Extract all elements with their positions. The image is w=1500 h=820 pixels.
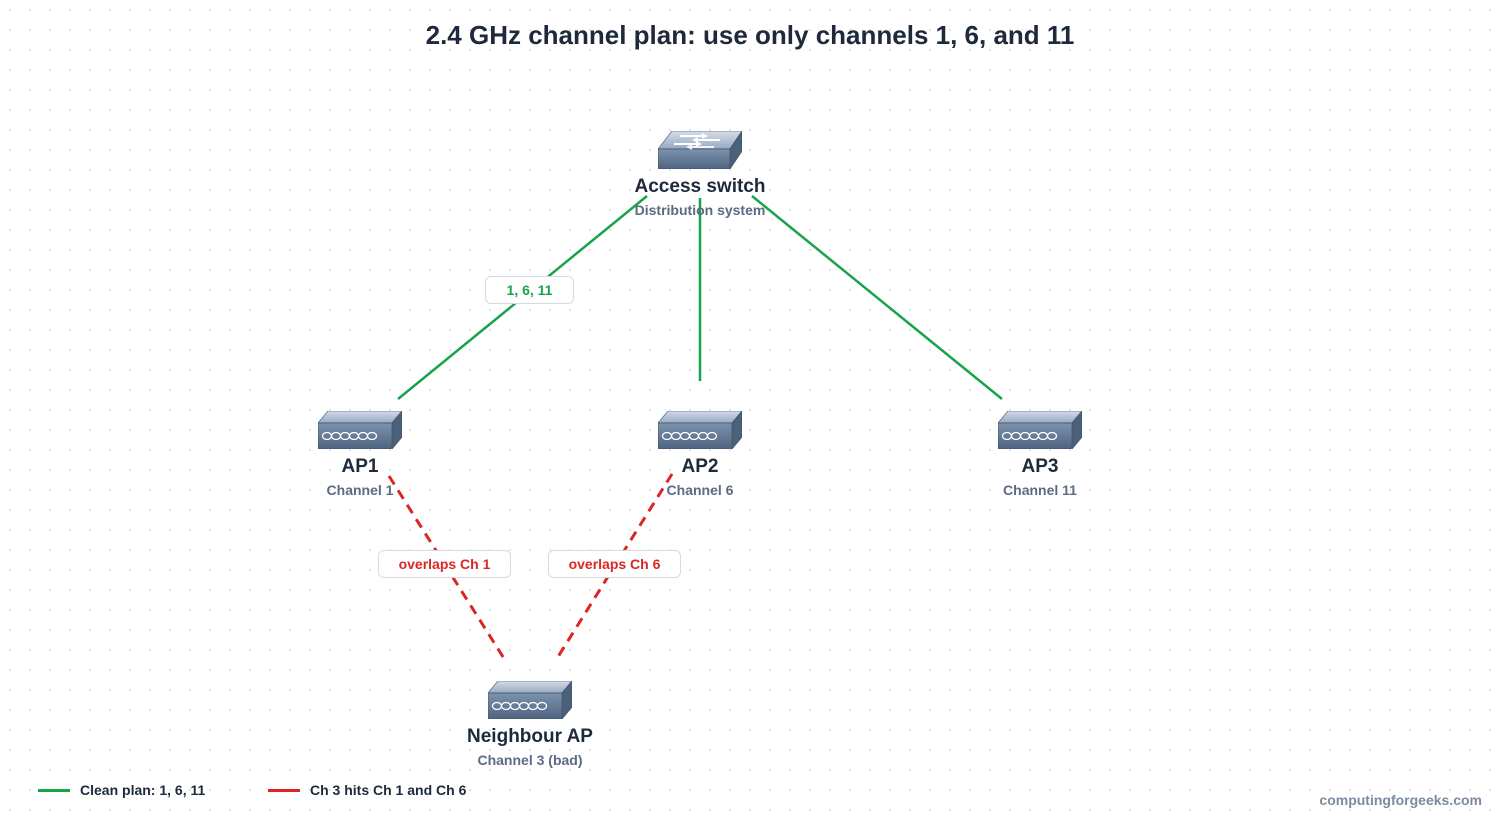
neighbour-ap-label: Neighbour AP	[467, 726, 593, 747]
legend-label-clean: Clean plan: 1, 6, 11	[80, 782, 206, 798]
legend-item-overlap: Ch 3 hits Ch 1 and Ch 6	[268, 780, 466, 800]
uplink-channel-label: 1, 6, 11	[485, 276, 574, 304]
neighbour-ap-sublabel: Channel 3 (bad)	[477, 752, 583, 768]
uplink-ap3	[751, 195, 1003, 400]
overlap-ch6-label: overlaps Ch 6	[548, 550, 681, 578]
legend-swatch-overlap	[268, 788, 300, 792]
ap1-sublabel: Channel 1	[326, 482, 394, 498]
switch-label: Access switch	[634, 176, 766, 197]
legend-label-overlap: Ch 3 hits Ch 1 and Ch 6	[310, 782, 467, 798]
network-switch-icon	[658, 131, 742, 169]
ap3-sublabel: Channel 11	[1003, 482, 1077, 498]
overlap-ch1-label: overlaps Ch 1	[378, 550, 511, 578]
access-point-icon	[488, 681, 572, 719]
switch-sublabel: Distribution system	[634, 202, 766, 218]
access-point-icon	[318, 411, 402, 449]
ap3-label: AP3	[1021, 456, 1059, 477]
legend-swatch-clean	[38, 788, 70, 792]
access-point-icon	[658, 411, 742, 449]
ap1-label: AP1	[341, 456, 379, 477]
ap2-label: AP2	[681, 456, 719, 477]
site-credit: computingforgeeks.com	[1319, 792, 1482, 808]
ap2-sublabel: Channel 6	[666, 482, 734, 498]
diagram-title: 2.4 GHz channel plan: use only channels …	[425, 20, 1075, 50]
legend-item-clean: Clean plan: 1, 6, 11	[38, 780, 205, 800]
access-point-icon	[998, 411, 1082, 449]
